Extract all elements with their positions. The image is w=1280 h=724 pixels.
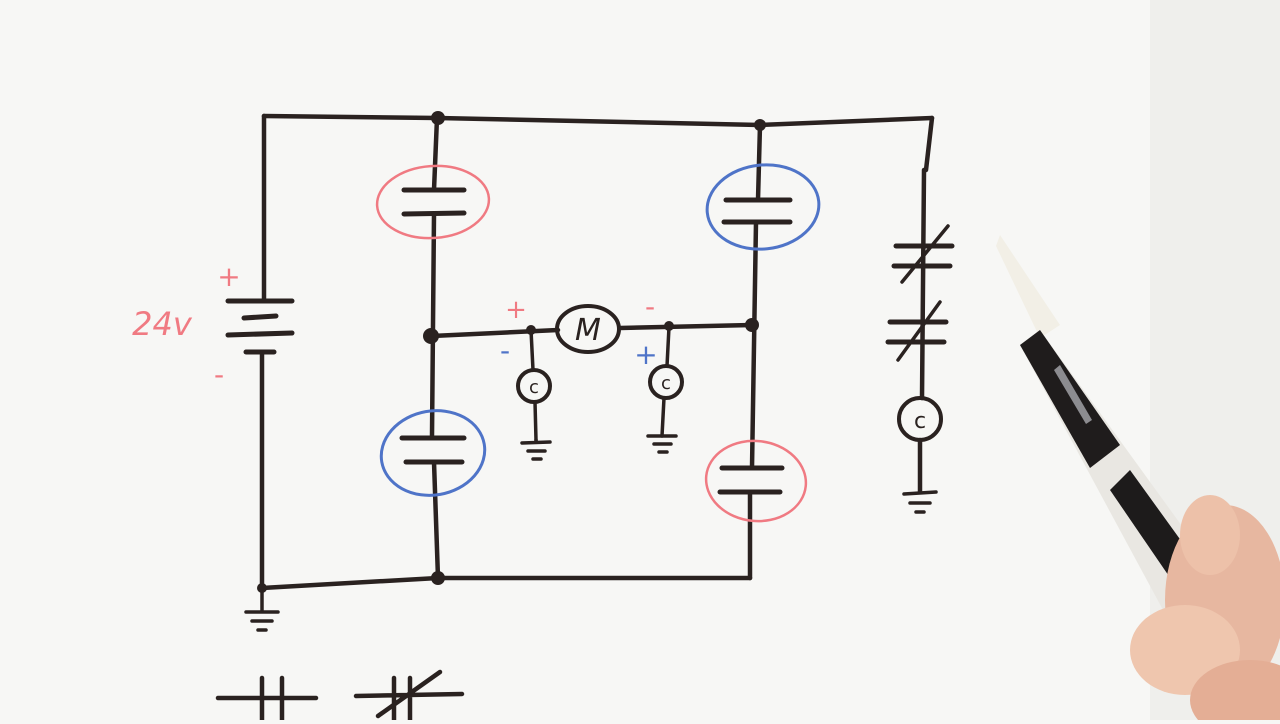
contact-no-icon — [721, 197, 793, 225]
motor-icon: M — [555, 304, 621, 354]
red-marker-annotation — [704, 439, 808, 523]
motor-positive-sign: + — [505, 295, 527, 325]
junction-bottom-left — [431, 571, 445, 585]
blue-marker-annotation — [705, 163, 821, 251]
red-marker-annotation — [375, 164, 491, 240]
relay-coil-icon: c — [897, 396, 943, 442]
contact-nc-icon — [891, 224, 955, 284]
junction-coil-right — [664, 321, 674, 331]
hand-image — [1130, 495, 1280, 724]
junction-coil-left — [526, 325, 536, 335]
junction-mid-left — [423, 328, 439, 344]
relay-coil-icon: c — [648, 364, 684, 400]
blue-marker-annotation — [379, 409, 487, 497]
contact-no-icon — [717, 465, 785, 495]
contact-no-icon — [399, 435, 467, 465]
contact-nc-icon — [885, 300, 949, 362]
battery-positive-sign: + — [217, 260, 240, 293]
motor-negative-sign: - — [645, 290, 655, 323]
main-wiring — [259, 113, 935, 591]
junction-top-left — [431, 111, 445, 125]
ground-icon — [646, 434, 678, 454]
junction-top-right — [754, 119, 766, 131]
coil-positive-sign: + — [634, 338, 657, 371]
ground-icon — [902, 490, 938, 514]
ground-icon — [244, 586, 280, 632]
coil-negative-sign: - — [500, 334, 510, 367]
motor-label: M — [575, 313, 601, 348]
battery-negative-sign: - — [214, 358, 224, 391]
coil-label: c — [661, 373, 671, 394]
legend-contact-nc-icon — [353, 669, 465, 723]
relay-coil-icon: c — [516, 368, 552, 404]
junction-mid-right — [745, 318, 759, 332]
junction-dots — [257, 111, 766, 593]
source-voltage-label: 24v — [132, 305, 193, 343]
coil-label: c — [914, 409, 926, 434]
legend-contact-no-icon — [215, 675, 319, 723]
ground-icon — [520, 438, 552, 461]
coil-label: c — [529, 377, 539, 398]
battery-icon — [225, 298, 295, 355]
contact-no-icon — [401, 187, 467, 217]
